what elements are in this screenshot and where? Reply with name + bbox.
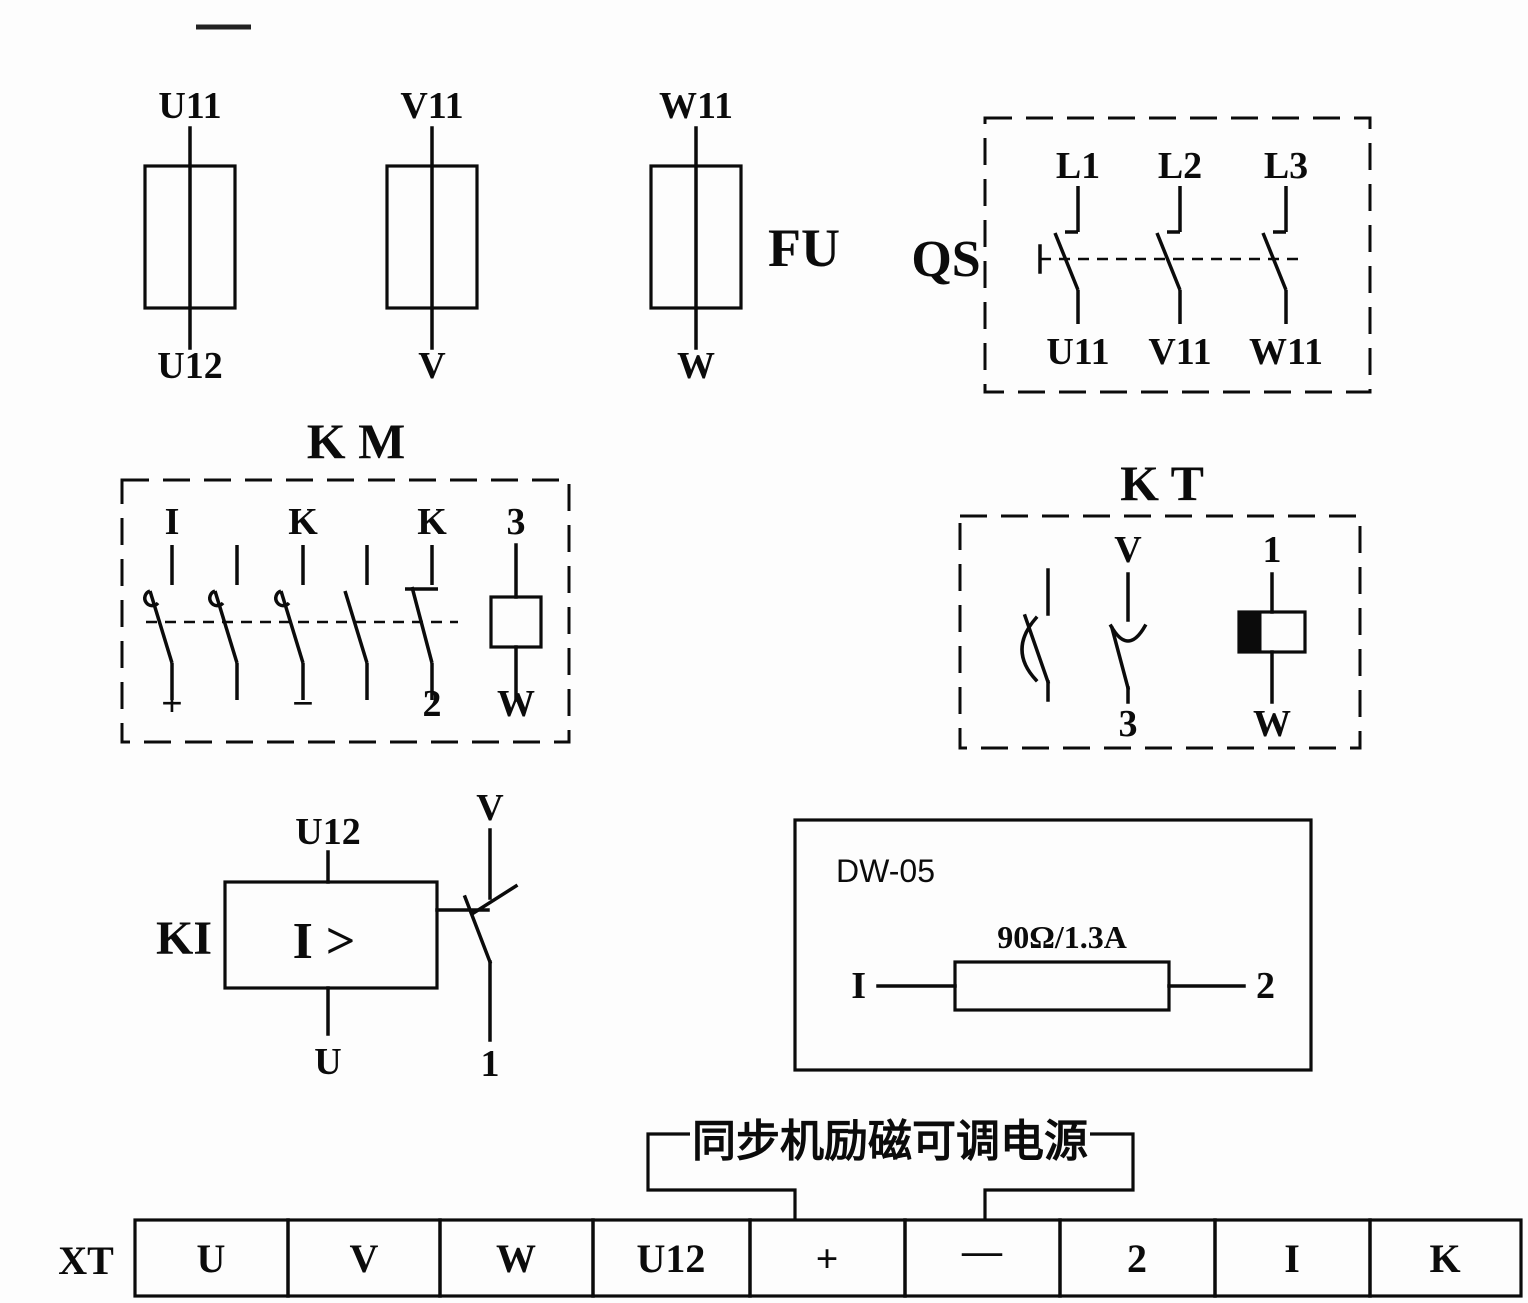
ki-contact-top-label: V <box>476 787 504 829</box>
kt-coil-bottom-label: W <box>1253 703 1291 745</box>
km-top-label-3: K <box>417 501 447 543</box>
caption-connector-minus <box>983 1132 1135 1221</box>
xt-terminal-u12: U12 <box>637 1236 706 1281</box>
xt-terminal-u: U <box>197 1236 226 1281</box>
fuse-2-body <box>385 164 479 310</box>
xt-terminal-v: V <box>350 1236 379 1281</box>
fuse-1: U11 U12 <box>143 85 237 387</box>
qs-pole-3 <box>1261 184 1288 326</box>
fuse-3-body <box>649 164 743 310</box>
kt-coil <box>1237 572 1307 704</box>
qs-bottom-label-3: W11 <box>1249 331 1323 373</box>
xt-terminal-minus: — <box>961 1228 1003 1273</box>
fuse-1-bottom-label: U12 <box>157 345 222 387</box>
kt-coil-filled-segment <box>1238 611 1262 653</box>
qs-bottom-label-2: V11 <box>1148 331 1211 373</box>
fuse-2-bottom-label: V <box>418 345 446 387</box>
kt-boundary-box <box>958 514 1362 750</box>
dw05-resistor-value: 90Ω/1.3A <box>997 919 1127 955</box>
kt-contact-bottom-label: 3 <box>1119 703 1138 745</box>
qs-bottom-label-1: U11 <box>1046 331 1109 373</box>
km-contactor: K M I K K 3 + − 2 W <box>120 413 571 744</box>
ki-top-label: U12 <box>295 811 360 853</box>
xt-terminal-2: 2 <box>1127 1236 1147 1281</box>
km-boundary-box <box>120 478 571 744</box>
dw05-resistor-body <box>953 960 1171 1012</box>
dw05-right-terminal-label: 2 <box>1256 965 1275 1007</box>
km-bottom-label-3: 2 <box>423 683 442 725</box>
ki-contact-bottom-label: 1 <box>481 1043 500 1085</box>
qs-top-label-3: L3 <box>1264 145 1308 187</box>
ki-current-relay: KI U12 I > U V 1 <box>156 787 519 1085</box>
fuse-2: V11 V <box>385 85 479 387</box>
km-bottom-label-2: − <box>292 683 314 725</box>
fuse-group: U11 U12 V11 V W11 W FU <box>143 85 840 387</box>
excitation-caption-text: 同步机励磁可调电源 <box>692 1117 1088 1166</box>
km-top-label-1: I <box>165 501 180 543</box>
excitation-caption-group: 同步机励磁可调电源 <box>646 1117 1135 1221</box>
qs-label: QS <box>911 231 980 288</box>
fuse-3: W11 W <box>649 85 743 387</box>
kt-delayed-contact-1 <box>1020 568 1051 702</box>
xt-terminal-i: I <box>1284 1236 1300 1281</box>
xt-terminal-plus: + <box>816 1236 839 1281</box>
fuse-2-top-label: V11 <box>400 85 463 127</box>
xt-terminal-strip: XT U V W U12 + — 2 I K <box>58 1218 1523 1298</box>
km-label: K M <box>307 413 406 469</box>
caption-connector-plus <box>646 1132 797 1221</box>
kt-delayed-contact-2 <box>1108 572 1148 704</box>
ki-bottom-label: U <box>314 1041 341 1083</box>
km-coil <box>489 543 543 702</box>
xt-terminal-k: K <box>1429 1236 1460 1281</box>
kt-time-relay: K T V 3 1 W <box>958 455 1362 750</box>
ki-label: KI <box>156 912 212 965</box>
qs-pole-1 <box>1053 184 1080 326</box>
xt-label: XT <box>58 1238 114 1283</box>
ki-relay-function-text: I > <box>293 913 356 970</box>
qs-top-label-1: L1 <box>1056 145 1100 187</box>
fuse-1-body <box>143 164 237 310</box>
fuse-3-top-label: W11 <box>659 85 733 127</box>
km-bottom-label-1: + <box>161 683 183 725</box>
kt-label: K T <box>1120 455 1204 511</box>
xt-strip-outline <box>133 1218 1523 1298</box>
ki-relay-body <box>223 880 439 990</box>
dw05-module: DW-05 90Ω/1.3A I 2 <box>793 818 1313 1072</box>
km-coil-top-label: 3 <box>507 501 526 543</box>
dw05-label: DW-05 <box>836 853 935 889</box>
dw05-boundary-box <box>793 818 1313 1072</box>
km-coil-bottom-label: W <box>497 683 535 725</box>
xt-terminal-w: W <box>496 1236 536 1281</box>
fuse-group-label: FU <box>768 218 840 278</box>
qs-top-label-2: L2 <box>1158 145 1202 187</box>
ki-contact <box>462 828 519 1042</box>
dw05-left-terminal-label: I <box>851 965 866 1007</box>
kt-contact-top-label: V <box>1114 529 1142 571</box>
qs-pole-2 <box>1155 184 1182 326</box>
qs-switch: QS L1 L2 L3 U11 V11 W11 <box>911 116 1372 394</box>
km-top-label-2: K <box>288 501 318 543</box>
fuse-3-bottom-label: W <box>677 345 715 387</box>
kt-coil-top-label: 1 <box>1263 529 1282 571</box>
fuse-1-top-label: U11 <box>158 85 221 127</box>
